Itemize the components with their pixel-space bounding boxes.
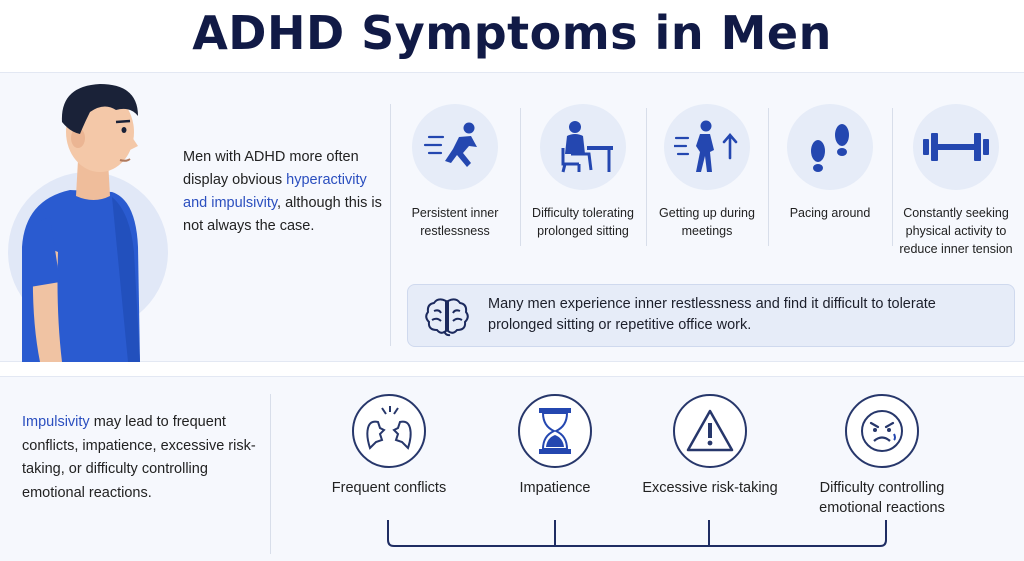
symptom-label: Constantly seeking physical activity to … [899, 206, 1013, 256]
connector-bracket [387, 520, 887, 547]
footprints-icon [811, 124, 849, 172]
callout-text: Many men experience inner restlessness a… [488, 296, 936, 333]
angry-face-icon [861, 410, 903, 452]
running-person-icon [423, 122, 477, 167]
column-divider [646, 108, 647, 246]
impulsivity-text: Impulsivity may lead to frequent conflic… [22, 414, 256, 501]
symptom-item: Persistent inner restlessness [393, 104, 517, 240]
arguing-faces-icon [366, 406, 412, 450]
intro-highlight: hyperactivity and impulsivity [183, 172, 367, 211]
panel-divider [390, 104, 391, 346]
consequence-item: Difficulty controlling emotional reactio… [797, 394, 967, 518]
brain-icon [425, 298, 469, 337]
page-title: ADHD Symptoms in Men [192, 6, 832, 60]
impulsivity-highlight: Impulsivity [22, 414, 90, 430]
symptom-item: Getting up during meetings [645, 104, 769, 240]
consequence-item: Excessive risk-taking [625, 394, 795, 498]
panel-divider [270, 394, 271, 554]
column-divider [520, 108, 521, 246]
symptom-label: Persistent inner restlessness [411, 206, 499, 238]
person-standing-up-icon [674, 120, 738, 172]
consequence-item: Frequent conflicts [304, 394, 474, 498]
man-profile-illustration [8, 84, 168, 362]
consequence-label: Frequent conflicts [331, 480, 447, 496]
column-divider [892, 108, 893, 246]
column-divider [768, 108, 769, 246]
consequence-item: Impatience [470, 394, 640, 498]
insight-callout: Many men experience inner restlessness a… [407, 284, 1015, 347]
consequence-label: Impatience [519, 480, 591, 496]
consequence-label: Difficulty controlling emotional reactio… [819, 480, 945, 516]
symptom-label: Getting up during meetings [659, 206, 755, 238]
dumbbell-icon [923, 133, 989, 161]
symptom-label: Pacing around [789, 206, 871, 220]
warning-triangle-icon [686, 409, 734, 452]
symptom-label: Difficulty tolerating prolonged sitting [532, 206, 634, 238]
intro-text: Men with ADHD more often display obvious… [183, 149, 382, 234]
hourglass-icon [539, 408, 571, 454]
symptom-item: Difficulty tolerating prolonged sitting [521, 104, 645, 240]
symptom-item: Constantly seeking physical activity to … [894, 104, 1018, 258]
symptom-item: Pacing around [768, 104, 892, 222]
person-at-desk-icon [561, 121, 613, 173]
consequence-label: Excessive risk-taking [642, 480, 778, 496]
